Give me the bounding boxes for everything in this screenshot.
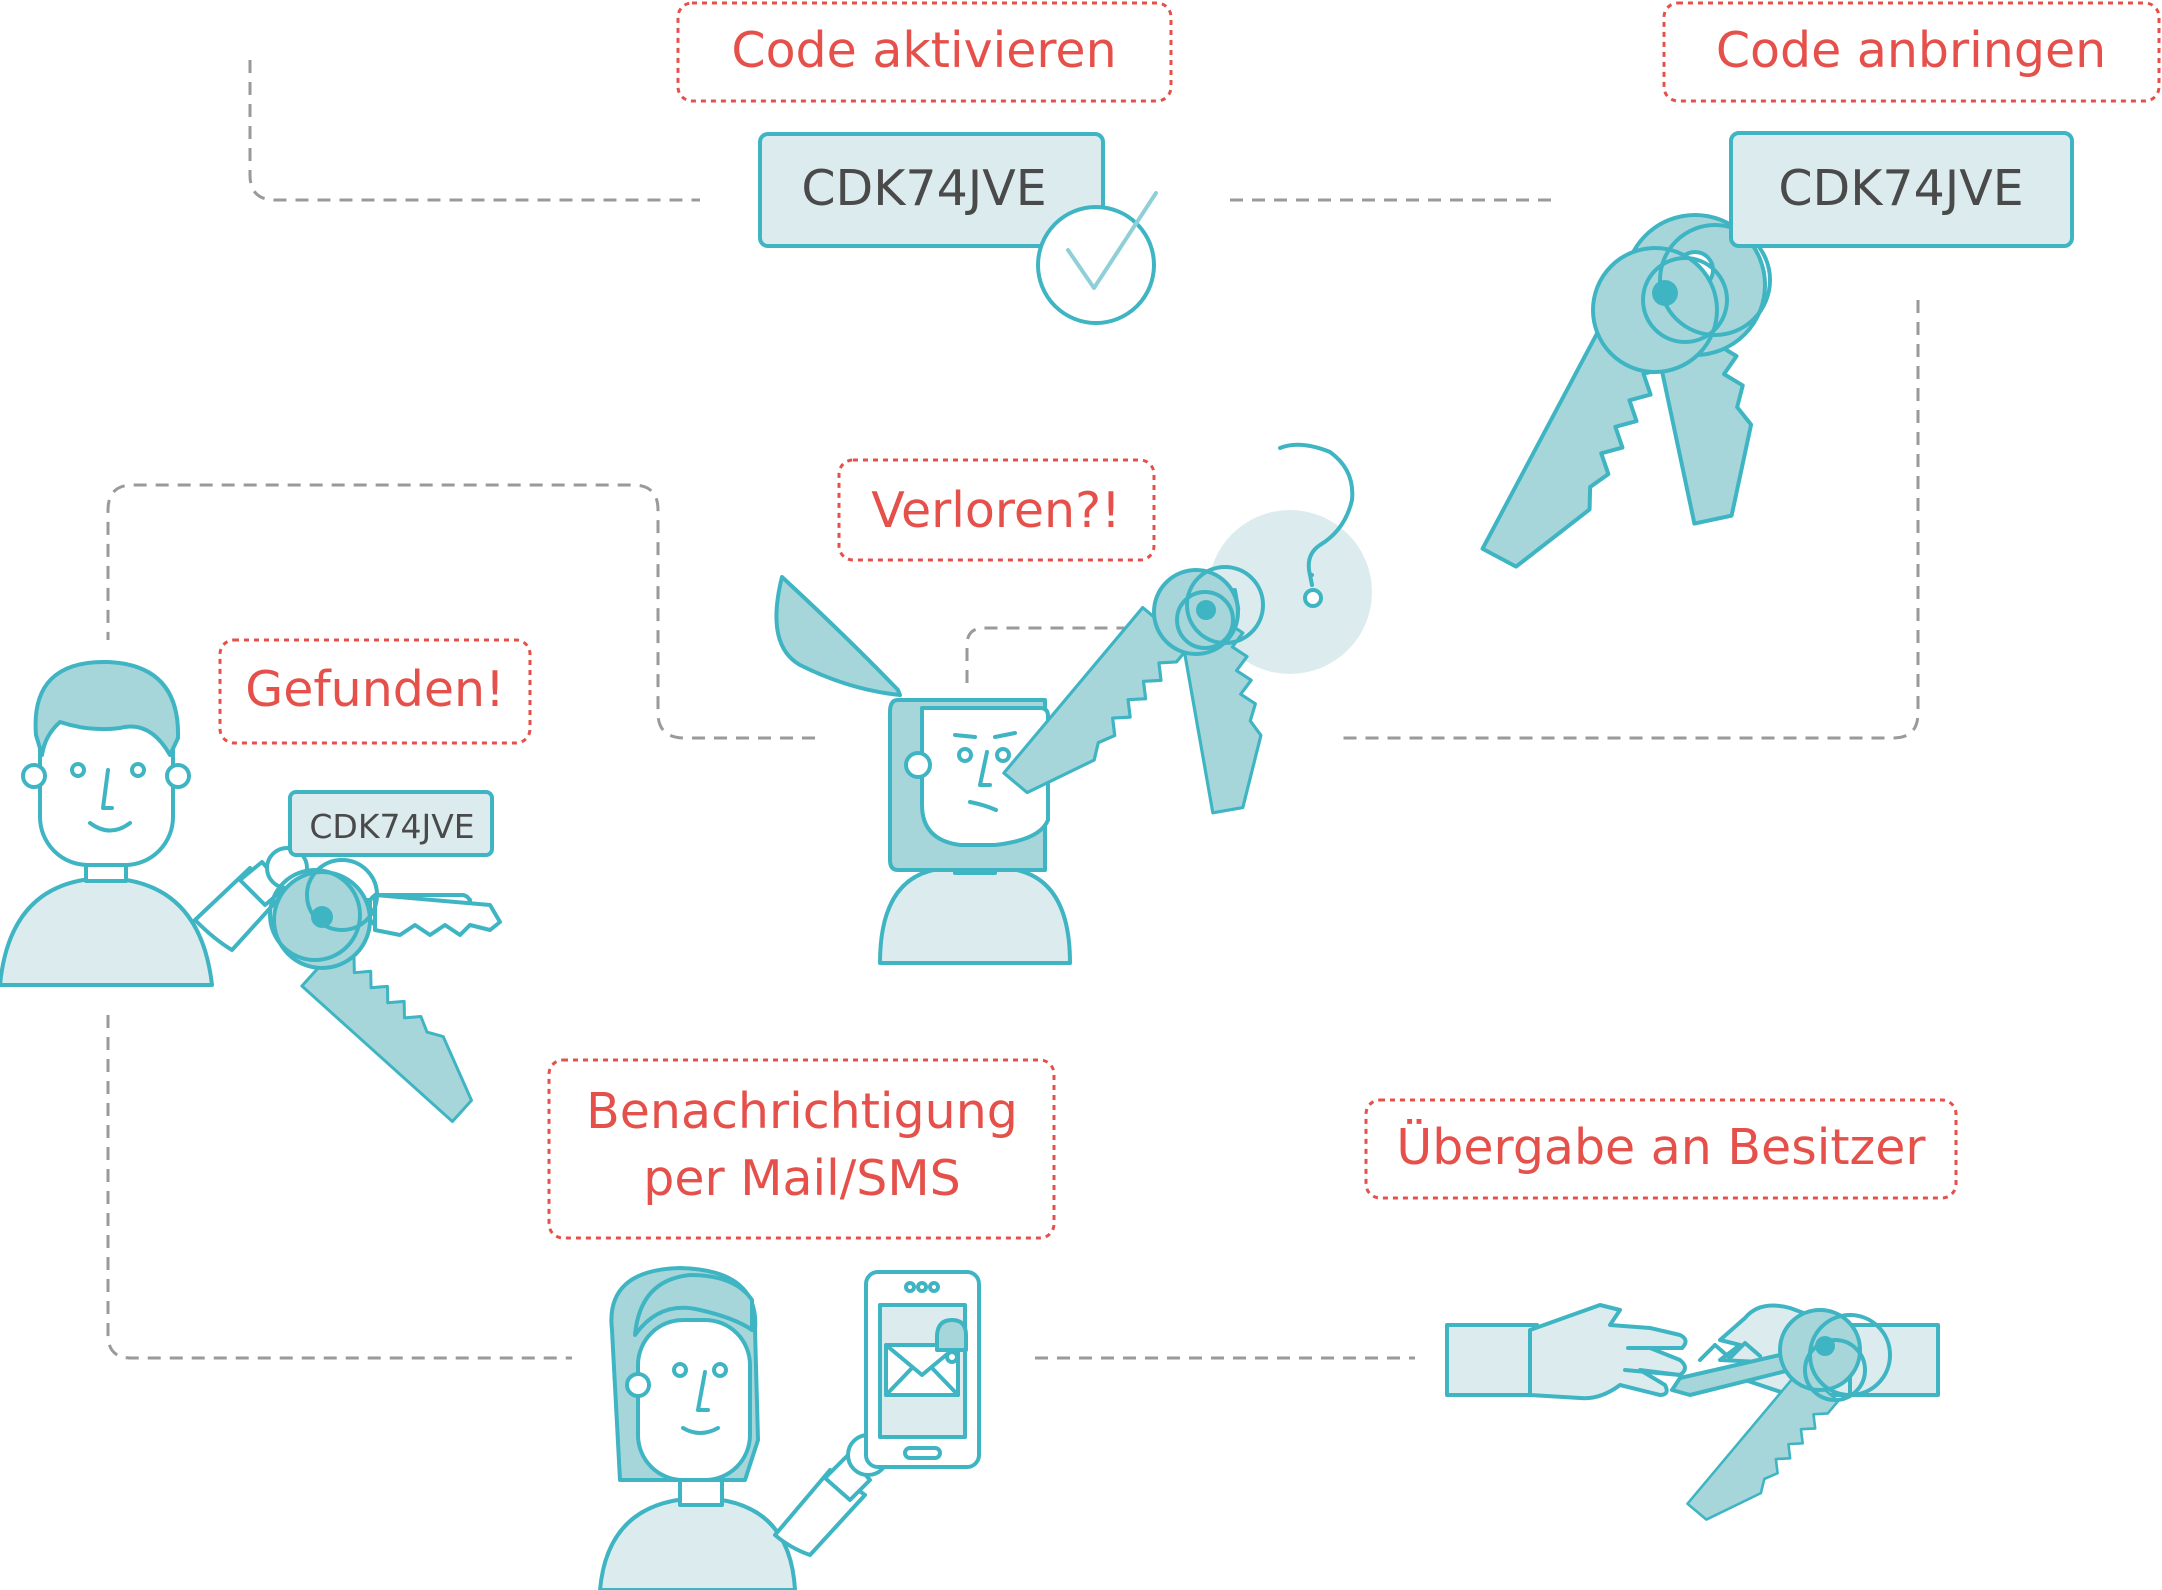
- step-lost: Verloren?!: [774, 442, 1372, 965]
- confused-person-figure: [774, 575, 1072, 965]
- connector-thought-line: [965, 626, 1135, 683]
- key-icon: [1670, 1308, 1892, 1537]
- step-code-attach: Code anbringen CDK74JVE: [1483, 1, 2161, 584]
- label-notification-line2: per Mail/SMS: [643, 1150, 961, 1207]
- code-tag-activate: [758, 132, 1105, 248]
- label-lost: Verloren?!: [871, 482, 1121, 539]
- key-icon: [268, 858, 502, 1124]
- key-icon: [1002, 565, 1275, 815]
- smartphone-icon: [864, 1270, 981, 1469]
- finder-person-figure: [0, 659, 309, 987]
- label-box-handover: [1364, 1098, 1958, 1200]
- code-tag-finder-text: CDK74JVE: [309, 807, 474, 846]
- label-notification-line1: Benachrichtigung: [586, 1083, 1018, 1140]
- label-found: Gefunden!: [245, 661, 504, 718]
- connector-middle-left: [106, 483, 815, 740]
- connector-top-left: [248, 60, 700, 202]
- code-tag-attach-text: CDK74JVE: [1778, 160, 2023, 217]
- label-box-found: [218, 638, 532, 745]
- label-box-lost: [837, 458, 1156, 562]
- notified-person-figure: [598, 1266, 890, 1590]
- code-tag-finder: [288, 790, 494, 857]
- label-box-code-activate: [676, 1, 1173, 103]
- key-icon: [1483, 213, 1772, 584]
- checkmark-circle-icon: [1036, 191, 1158, 325]
- step-handover: Übergabe an Besitzer: [1364, 1098, 1958, 1537]
- label-code-attach: Code anbringen: [1716, 22, 2106, 79]
- code-tag-attach: [1729, 131, 2074, 248]
- step-found: Gefunden! CDK74JVE: [0, 638, 532, 1124]
- step-notification: Benachrichtigung per Mail/SMS: [547, 1058, 1056, 1590]
- connector-lines: [106, 60, 1920, 1360]
- label-box-notification: [547, 1058, 1056, 1240]
- code-tag-activate-text: CDK74JVE: [801, 160, 1046, 217]
- connector-left-down: [106, 1015, 572, 1360]
- bell-icon: [935, 1318, 968, 1364]
- label-box-code-attach: [1662, 1, 2161, 103]
- step-code-activate: Code aktivieren CDK74JVE: [676, 1, 1173, 325]
- label-code-activate: Code aktivieren: [731, 22, 1116, 79]
- label-handover: Übergabe an Besitzer: [1396, 1118, 1926, 1176]
